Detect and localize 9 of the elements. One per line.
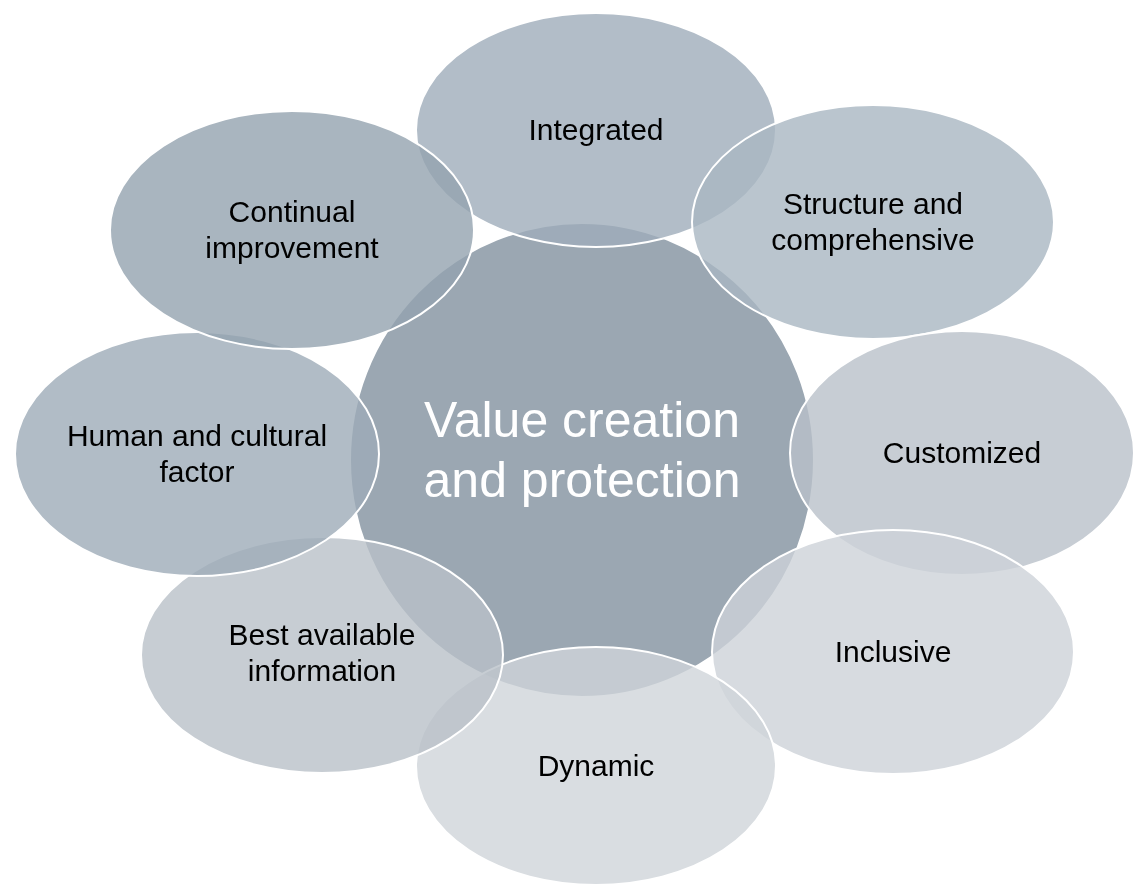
principle-label: Customized: [881, 435, 1043, 471]
principle-label: Inclusive: [833, 634, 953, 670]
principle-label: Structure and comprehensive: [770, 186, 976, 258]
principle-label: Continual improvement: [204, 194, 380, 266]
principle-label: Dynamic: [536, 748, 656, 784]
principle-label: Best available information: [227, 617, 417, 689]
principle-label: Human and cultural factor: [65, 418, 329, 490]
center-label: Value creation and protection: [422, 391, 742, 510]
principle-label: Integrated: [527, 112, 665, 148]
